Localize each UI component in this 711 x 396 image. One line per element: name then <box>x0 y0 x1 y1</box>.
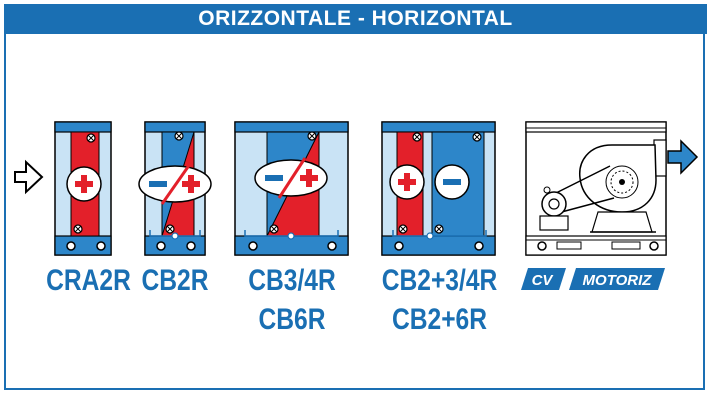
airflow-out-arrow-icon <box>667 139 699 175</box>
unit-label-cb2r: CB2R <box>141 264 209 297</box>
cv-badge-text: CV <box>532 272 555 289</box>
unit-label-cra2r: CRA2R <box>46 264 131 297</box>
unit-cb34r-cb6r <box>234 121 349 256</box>
unit-label-cb2-34r: CB2+3/4R <box>381 264 498 297</box>
unit-label-cb34r: CB3/4R <box>248 264 336 297</box>
minus-icon <box>265 175 283 181</box>
cv-badge <box>521 268 566 290</box>
minus-icon <box>149 181 167 187</box>
unit-label-cb2-6r: CB2+6R <box>391 303 488 336</box>
unit-cb2r <box>138 121 212 256</box>
motoriz-badge <box>569 268 665 290</box>
airflow-in-arrow-icon <box>14 159 44 195</box>
page-title: ORIZZONTALE - HORIZONTAL <box>4 4 707 34</box>
unit-label-cb6r: CB6R <box>258 303 326 336</box>
unit-fan-section <box>525 121 667 256</box>
unit-cb2-34r-cb2-6r <box>381 121 496 256</box>
motoriz-badge-text: MOTORIZ <box>583 272 653 289</box>
unit-cra2r <box>54 121 112 256</box>
